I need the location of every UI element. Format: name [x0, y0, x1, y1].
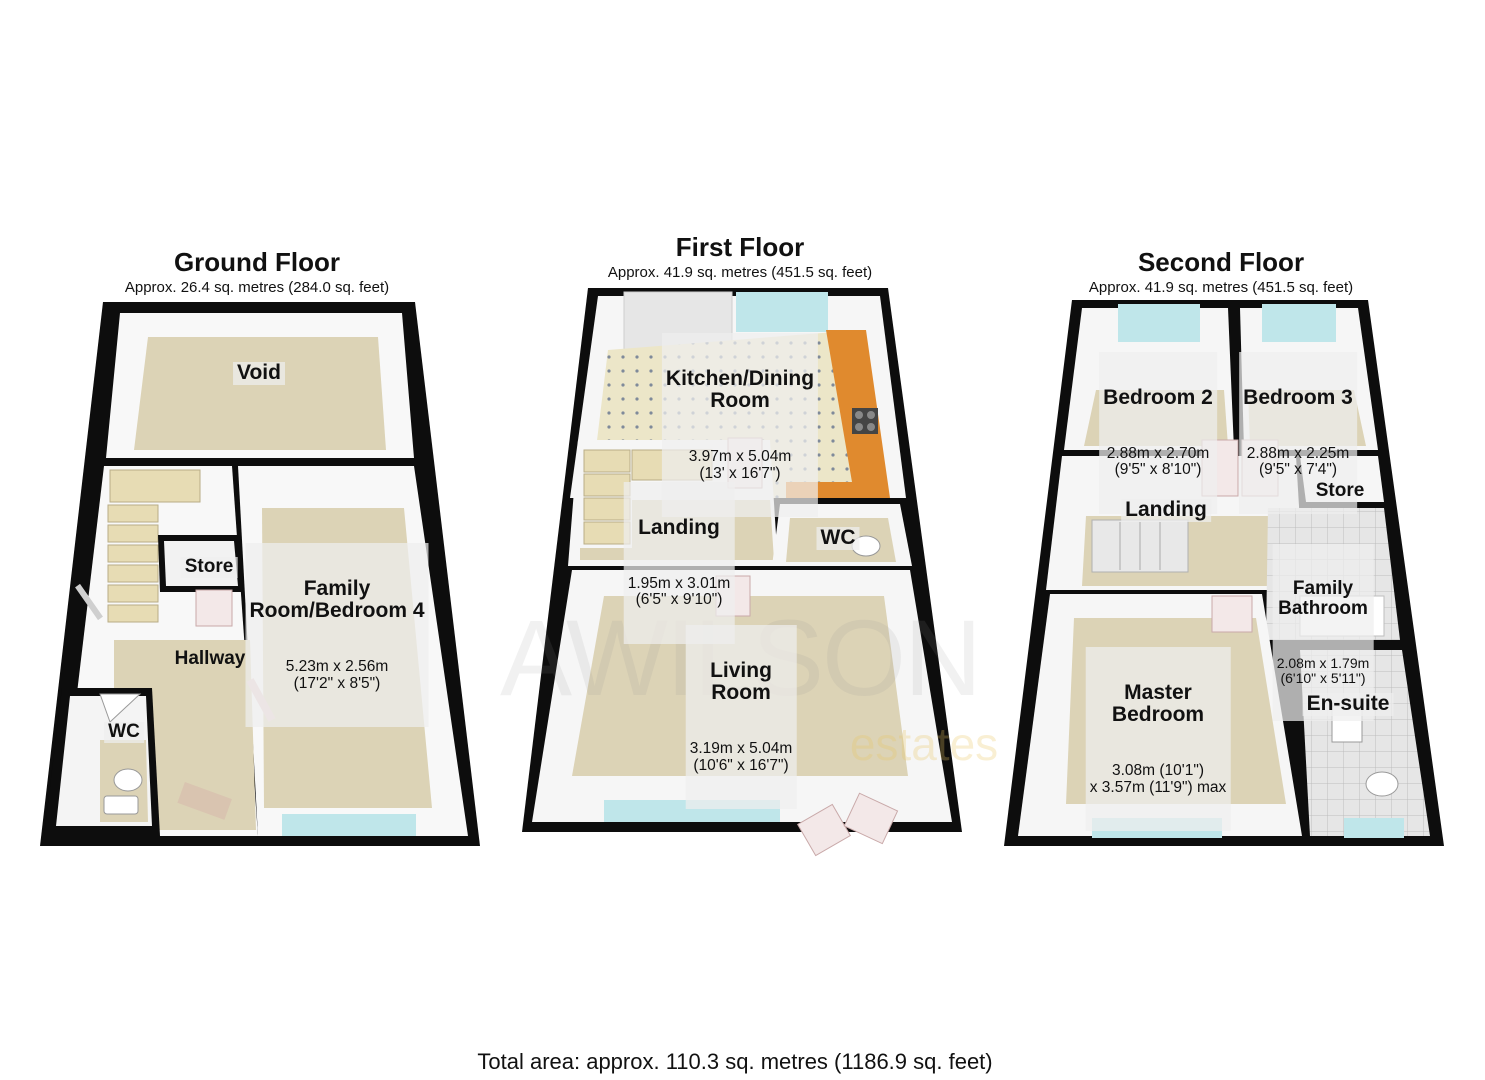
room-name: Kitchen/Dining Room [665, 366, 815, 413]
room-name: Bedroom 2 [1103, 385, 1213, 409]
room-name: En-suite [1302, 692, 1394, 716]
room-name: Living Room [710, 658, 772, 705]
floor-area: Approx. 41.9 sq. metres (451.5 sq. feet) [1088, 279, 1354, 296]
room-label: Bedroom 3 2.88m x 2.25m (9'5" x 7'4") [1239, 352, 1357, 514]
floor-title: Second Floor [1137, 247, 1305, 277]
watermark-sub: estates [849, 718, 999, 770]
room-name: WC [816, 526, 860, 550]
room-dimensions: 3.19m x 5.04m (10'6" x 16'7") [689, 740, 793, 775]
room-name: Hallway [174, 648, 246, 669]
room-dimensions: 3.08m (10'1") x 3.57m (11'9") max [1089, 762, 1227, 797]
room-dimensions: 5.23m x 2.56m (17'2" x 8'5") [285, 658, 389, 693]
room-dimensions: 1.95m x 3.01m (6'5" x 9'10") [627, 574, 731, 609]
floor-title: First Floor [675, 232, 805, 262]
room-name: Family Bathroom [1278, 577, 1368, 620]
room-dimensions: 3.97m x 5.04m (13' x 16'7") [688, 448, 792, 483]
room-label: Kitchen/Dining Room 3.97m x 5.04m (13' x… [661, 333, 819, 518]
floor-area: Approx. 41.9 sq. metres (451.5 sq. feet) [607, 264, 873, 281]
room-name: Landing [1121, 498, 1211, 522]
room-name: Family Room/Bedroom 4 [249, 576, 425, 623]
room-label: Landing 1.95m x 3.01m (6'5" x 9'10") [623, 482, 735, 644]
room-label: Family Bathroom 2.08m x 1.79m (6'10" x 5… [1272, 544, 1374, 721]
room-dimensions: 2.08m x 1.79m (6'10" x 5'11") [1276, 655, 1370, 687]
room-name: Master Bedroom [1111, 680, 1205, 727]
room-dimensions: 2.88m x 2.70m (9'5" x 8'10") [1106, 444, 1210, 479]
total-area: Total area: approx. 110.3 sq. metres (11… [477, 1049, 993, 1074]
room-dimensions: 2.88m x 2.25m (9'5" x 7'4") [1246, 444, 1350, 479]
room-name: Store [180, 556, 238, 578]
room-name: Store [1315, 480, 1365, 501]
room-label: Living Room 3.19m x 5.04m (10'6" x 16'7"… [685, 625, 797, 810]
room-label: Bedroom 2 2.88m x 2.70m (9'5" x 8'10") [1099, 352, 1217, 514]
floor-title: Ground Floor [173, 247, 341, 277]
room-name: Bedroom 3 [1243, 385, 1353, 409]
room-label: Master Bedroom 3.08m (10'1") x 3.57m (11… [1085, 647, 1231, 832]
room-label: Family Room/Bedroom 4 5.23m x 2.56m (17'… [245, 543, 429, 728]
room-name: WC [104, 721, 144, 743]
room-name: Landing [638, 515, 720, 539]
room-name: Void [233, 361, 285, 385]
floor-area: Approx. 26.4 sq. metres (284.0 sq. feet) [124, 279, 390, 296]
